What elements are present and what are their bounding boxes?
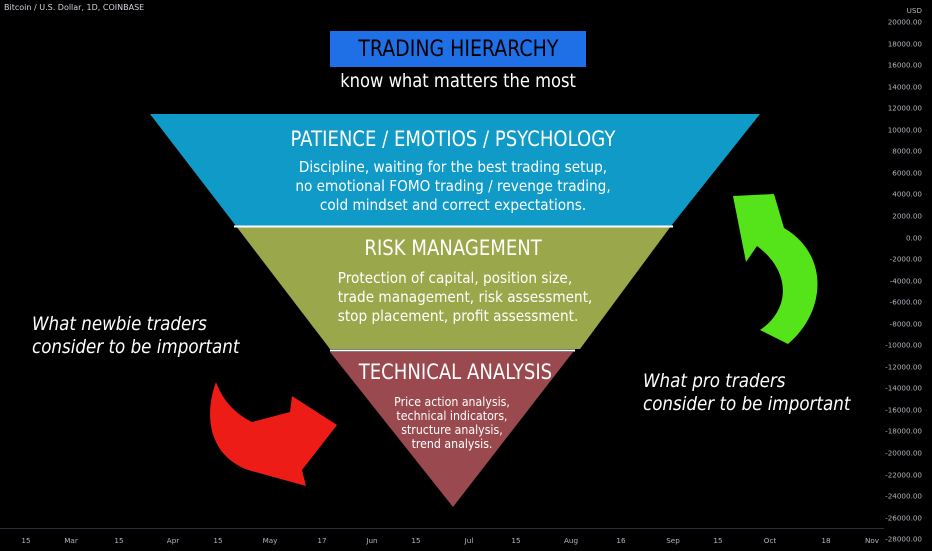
- tier-psychology-line: cold mindset and correct expectations.: [319, 196, 587, 214]
- price-axis-tick: -16000.00: [885, 405, 922, 415]
- tier-psychology-shape: [150, 114, 760, 226]
- pro-note: What pro traders consider to be importan…: [643, 370, 879, 416]
- time-axis-tick: 16: [616, 536, 626, 545]
- price-axis-tick: -28000.00: [885, 534, 922, 544]
- time-axis-tick: Jun: [366, 536, 378, 545]
- pro-arrow-icon: [733, 194, 818, 344]
- time-axis-tick: Mar: [64, 536, 78, 545]
- price-axis-tick: 8000.00: [892, 146, 922, 156]
- time-axis-tick: 15: [713, 536, 723, 545]
- newbie-arrow-icon: [210, 382, 337, 486]
- time-axis-tick: 15: [114, 536, 124, 545]
- page-subtitle: know what matters the most: [340, 70, 576, 92]
- price-axis-tick: -4000.00: [889, 276, 922, 286]
- tier-technical-line: trend analysis.: [411, 436, 493, 451]
- time-axis-tick: 15: [213, 536, 223, 545]
- price-axis-tick: 16000.00: [887, 60, 922, 70]
- tier-psychology-title: PATIENCE / EMOTIOS / PSYCHOLOGY: [290, 127, 616, 151]
- tier-risk-shape: [236, 226, 671, 349]
- price-axis-tick: 10000.00: [887, 125, 922, 135]
- tier-risk-line: trade management, risk assessment,: [337, 288, 593, 306]
- tier-technical-body: Price action analysis, technical indicat…: [360, 395, 544, 451]
- price-axis-tick: -6000.00: [889, 297, 922, 307]
- tier-technical-line: structure analysis,: [401, 422, 503, 437]
- newbie-note-line: What newbie traders: [32, 313, 207, 335]
- pro-note-line: consider to be important: [643, 393, 851, 415]
- tier-risk-title: RISK MANAGEMENT: [364, 236, 542, 260]
- price-axis[interactable]: USD 20000.00 18000.00 16000.00 14000.00 1200…: [884, 0, 932, 544]
- page-title: TRADING HIERARCHY: [357, 36, 559, 62]
- tier-technical-line: technical indicators,: [396, 408, 508, 423]
- tier-risk-line: stop placement, profit assessment.: [337, 307, 579, 325]
- price-axis-tick: -10000.00: [885, 340, 922, 350]
- price-axis-tick: -12000.00: [885, 362, 922, 372]
- time-axis-tick: Sep: [666, 536, 680, 545]
- time-axis-tick: Oct: [763, 536, 777, 545]
- price-axis-tick: -2000.00: [889, 254, 922, 264]
- price-axis-tick: 0.00: [905, 233, 922, 242]
- time-axis-tick: Jul: [464, 536, 474, 545]
- time-axis-tick: Nov: [864, 536, 880, 545]
- tier-technical-line: Price action analysis,: [394, 394, 510, 409]
- time-axis-tick: Aug: [563, 536, 579, 545]
- newbie-note: What newbie traders consider to be impor…: [32, 313, 268, 359]
- price-axis-tick: -26000.00: [885, 513, 922, 523]
- price-axis-tick: -22000.00: [885, 470, 922, 480]
- time-axis-tick: 17: [317, 536, 327, 545]
- time-axis-tick: 15: [21, 536, 31, 545]
- symbol-label: Bitcoin / U.S. Dollar, 1D, COINBASE: [4, 3, 145, 12]
- price-axis-tick: -20000.00: [885, 448, 922, 458]
- title-box: TRADING HIERARCHY: [330, 31, 586, 67]
- tier-psychology-line: no emotional FOMO trading / revenge trad…: [295, 177, 611, 195]
- price-axis-tick: 6000.00: [892, 168, 922, 178]
- pro-note-line: What pro traders: [643, 370, 786, 392]
- newbie-note-line: consider to be important: [32, 336, 240, 358]
- price-axis-tick: -14000.00: [885, 383, 922, 393]
- price-axis-unit: USD: [906, 6, 922, 15]
- price-axis-tick: -18000.00: [885, 426, 922, 436]
- price-axis-tick: -24000.00: [885, 491, 922, 501]
- tier-psychology-line: Discipline, waiting for the best trading…: [298, 158, 608, 176]
- tier-technical-shape: [330, 352, 573, 507]
- time-axis-tick: Apr: [166, 536, 180, 545]
- tier-psychology-body: Discipline, waiting for the best trading…: [260, 158, 646, 215]
- price-axis-tick: 2000.00: [892, 211, 922, 221]
- price-axis-tick: 20000.00: [887, 17, 922, 27]
- tier-risk-line: Protection of capital, position size,: [337, 269, 573, 287]
- tier-risk-body: Protection of capital, position size, tr…: [322, 269, 593, 326]
- price-axis-tick: 18000.00: [887, 39, 922, 49]
- time-axis-tick: 18: [821, 536, 831, 545]
- price-axis-tick: 4000.00: [892, 189, 922, 199]
- time-axis-tick: 15: [411, 536, 421, 545]
- time-axis-tick: 15: [511, 536, 521, 545]
- tier-technical-title: TECHNICAL ANALYSIS: [358, 360, 553, 384]
- price-axis-tick: 12000.00: [887, 103, 922, 113]
- price-axis-tick: 14000.00: [887, 82, 922, 92]
- price-axis-tick: -8000.00: [889, 319, 922, 329]
- time-axis[interactable]: 15 Mar 15 Apr 15 May 17 Jun 15 Jul 15 Aug 16 Sep 15 Oct…: [0, 528, 884, 551]
- time-axis-tick: May: [262, 536, 278, 545]
